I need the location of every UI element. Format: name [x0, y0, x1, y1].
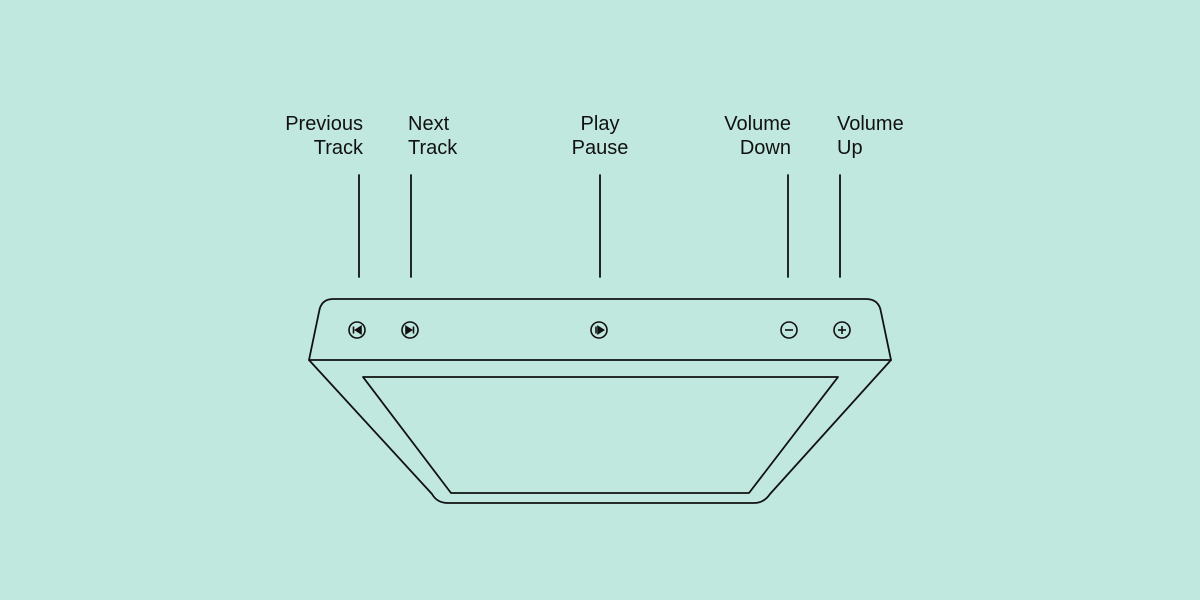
label-volume-down-line2: Down	[739, 137, 791, 159]
device-screen-panel	[362, 376, 839, 494]
play-pause-icon	[595, 325, 605, 335]
plus-icon	[838, 326, 846, 334]
device-body-outline	[308, 359, 892, 504]
skip-back-icon	[352, 325, 362, 335]
label-play-pause-line2: Pause	[571, 137, 629, 159]
label-volume-up-line2: Up	[837, 137, 863, 159]
label-previous-track-line1: Previous	[285, 113, 363, 135]
label-play-pause-line1: Play	[580, 113, 620, 135]
volume-down-button[interactable]	[780, 321, 798, 339]
label-volume-up: Volume Up	[837, 112, 904, 160]
label-next-track-line1: Next	[408, 113, 450, 135]
play-pause-button[interactable]	[590, 321, 608, 339]
next-track-button[interactable]	[401, 321, 419, 339]
label-play-pause: Play Pause	[540, 112, 660, 160]
previous-track-button[interactable]	[348, 321, 366, 339]
label-volume-up-line1: Volume	[837, 113, 904, 135]
volume-up-button[interactable]	[833, 321, 851, 339]
label-next-track-line2: Track	[408, 137, 458, 159]
label-volume-down: Volume Down	[724, 112, 791, 160]
label-volume-down-line1: Volume	[724, 113, 791, 135]
label-next-track: Next Track	[408, 112, 457, 160]
skip-forward-icon	[405, 325, 415, 335]
label-previous-track: Previous Track	[285, 112, 363, 160]
label-previous-track-line2: Track	[313, 137, 363, 159]
